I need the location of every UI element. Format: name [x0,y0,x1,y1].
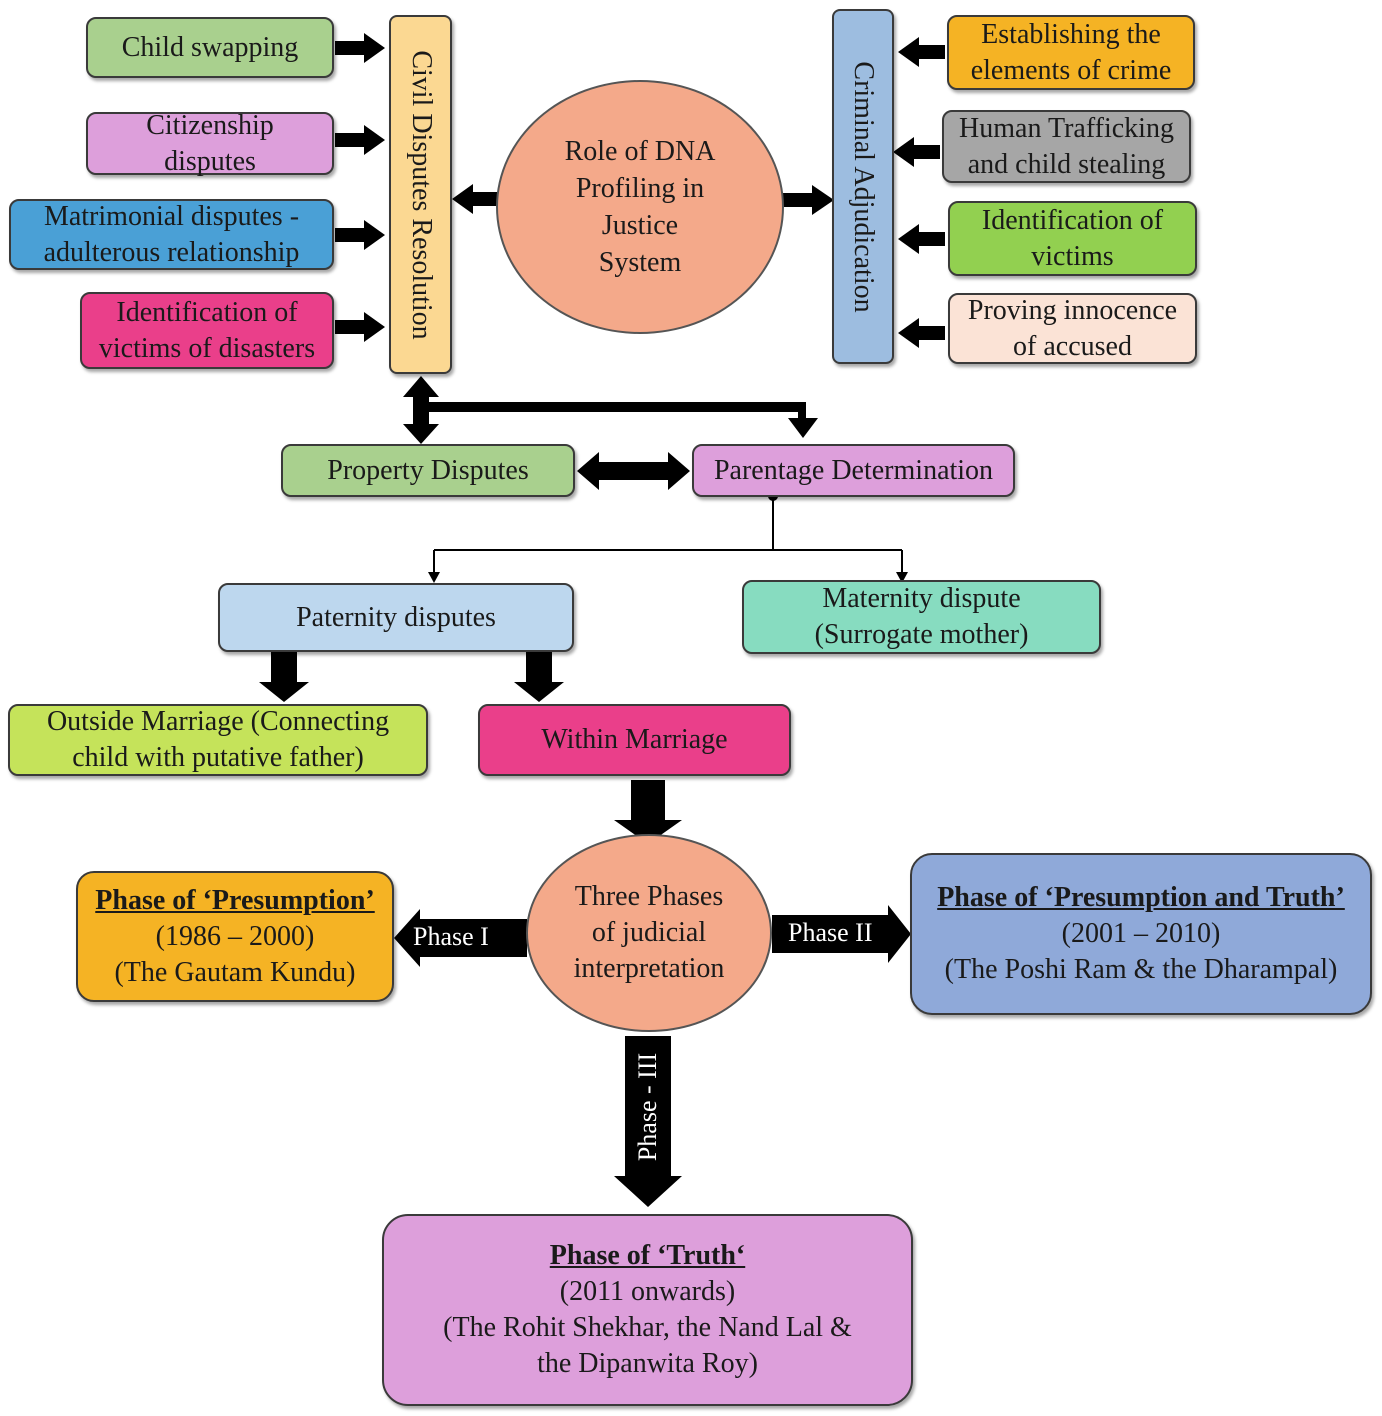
criminal-adjudication-heading: Criminal Adjudication [832,9,894,364]
arrow-citizenship [335,125,385,155]
phase1-label: Phase I [413,922,489,951]
criminal-item-identification-victims: Identification of victims [948,201,1197,276]
arrow-human-trafficking [893,137,940,167]
phase1-case: (The Gautam Kundu) [114,956,356,988]
phase2-cases: (The Poshi Ram & the Dharampal) [944,954,1338,985]
phase3-label: Phase - III [633,1052,662,1162]
within-marriage-text: Within Marriage [541,724,728,755]
arrow-disaster-victims [335,312,385,342]
maternity-text: Maternity dispute [822,583,1021,614]
civil-item-text: Matrimonial disputes - [43,200,300,232]
phase3-years: (2011 onwards) [559,1276,736,1307]
phase3-title: Phase of ‘Truth‘ [549,1240,746,1271]
civil-heading-text: Civil Disputes Resolution [405,49,437,340]
arrow-identification-victims [898,224,945,254]
phase1-years: (1986 – 2000) [155,920,315,952]
criminal-item-elements-of-crime: Establishing the elements of crime [947,15,1195,90]
property-disputes-text: Property Disputes [327,454,529,486]
arrow-proving-innocence [898,318,945,348]
criminal-item-text: elements of crime [970,54,1172,86]
criminal-item-proving-innocence: Proving innocence of accused [948,293,1197,364]
connector-arrow-paternity [428,572,440,583]
criminal-item-text: Human Trafficking [959,112,1174,144]
center-text: System [598,247,682,278]
paternity-disputes-box: Paternity disputes [218,583,574,652]
arrow-matrimonial [335,220,385,250]
three-phases-text: interpretation [573,953,725,984]
parentage-determination-text: Parentage Determination [713,454,994,486]
outside-marriage-text: Outside Marriage (Connecting [46,706,390,737]
outside-marriage-box: Outside Marriage (Connecting child with … [8,704,428,776]
property-disputes-box: Property Disputes [281,444,575,497]
arrow-child-swapping [335,33,385,63]
within-marriage-box: Within Marriage [478,704,791,776]
connector-lines [433,496,903,574]
criminal-item-text: Identification of [981,204,1164,236]
phase2-label: Phase II [788,918,873,947]
phase1-box: Phase of ‘Presumption’ (1986 – 2000) (Th… [76,871,394,1002]
parentage-determination-box: Parentage Determination [692,444,1015,497]
civil-item-matrimonial: Matrimonial disputes - adulterous relati… [9,199,334,270]
arrow-phase3 [614,1036,682,1207]
criminal-heading-text: Criminal Adjudication [848,60,879,313]
three-phases-text: of judicial [591,917,707,948]
arrow-to-criminal [783,185,834,215]
civil-item-text: Citizenship [146,109,274,141]
center-text: Role of DNA [564,136,716,167]
phase3-cases: (The Rohit Shekhar, the Nand Lal & [443,1312,852,1343]
civil-item-text: adulterous relationship [43,236,300,268]
maternity-dispute-box: Maternity dispute (Surrogate mother) [742,580,1101,654]
civil-item-text: disputes [164,145,256,177]
criminal-item-text: of accused [1013,330,1132,362]
civil-item-text: Child swapping [121,31,299,63]
arrow-to-within [514,652,564,702]
civil-item-disaster-victims: Identification of victims of disasters [80,292,334,369]
center-text: Justice [601,210,679,241]
civil-item-text: victims of disasters [98,332,316,364]
civil-item-citizenship: Citizenship disputes [86,110,334,177]
three-phases-text: Three Phases [574,881,724,912]
phase2-box: Phase of ‘Presumption and Truth’ (2001 –… [910,853,1372,1015]
arrow-civil-property [403,376,439,444]
paternity-disputes-text: Paternity disputes [296,601,496,633]
arrow-phase1 [394,909,527,967]
phase1-title: Phase of ‘Presumption’ [95,884,375,916]
criminal-item-text: victims [1031,240,1114,272]
phase3-cases: the Dipanwita Roy) [537,1348,758,1379]
arrow-to-civil [452,184,497,214]
arrow-elements-of-crime [898,37,945,67]
center-text: Profiling in [575,173,705,204]
arrow-to-outside [259,652,309,702]
arrow-property-parentage [577,452,690,490]
arrow-to-phases [614,780,682,844]
connector-arrow-maternity [896,572,908,583]
phase2-years: (2001 – 2010) [1061,918,1221,949]
civil-disputes-heading: Civil Disputes Resolution [389,15,452,374]
phase3-box: Phase of ‘Truth‘ (2011 onwards) (The Roh… [382,1214,913,1406]
role-of-dna-ellipse: Role of DNA Profiling in Justice System [496,80,784,334]
outside-marriage-text: child with putative father) [72,742,364,773]
civil-item-text: Identification of [116,296,298,328]
civil-item-child-swapping: Child swapping [86,17,334,78]
arrow-phase2 [772,905,911,963]
criminal-item-text: Proving innocence [967,294,1178,326]
arrow-civil-parentage [429,402,818,438]
criminal-item-text: Establishing the [981,18,1161,50]
maternity-text: (Surrogate mother) [814,619,1029,650]
three-phases-ellipse: Three Phases of judicial interpretation [526,834,772,1032]
criminal-item-text: and child stealing [967,148,1166,180]
phase2-title: Phase of ‘Presumption and Truth’ [937,882,1345,913]
criminal-item-human-trafficking: Human Trafficking and child stealing [942,110,1191,183]
